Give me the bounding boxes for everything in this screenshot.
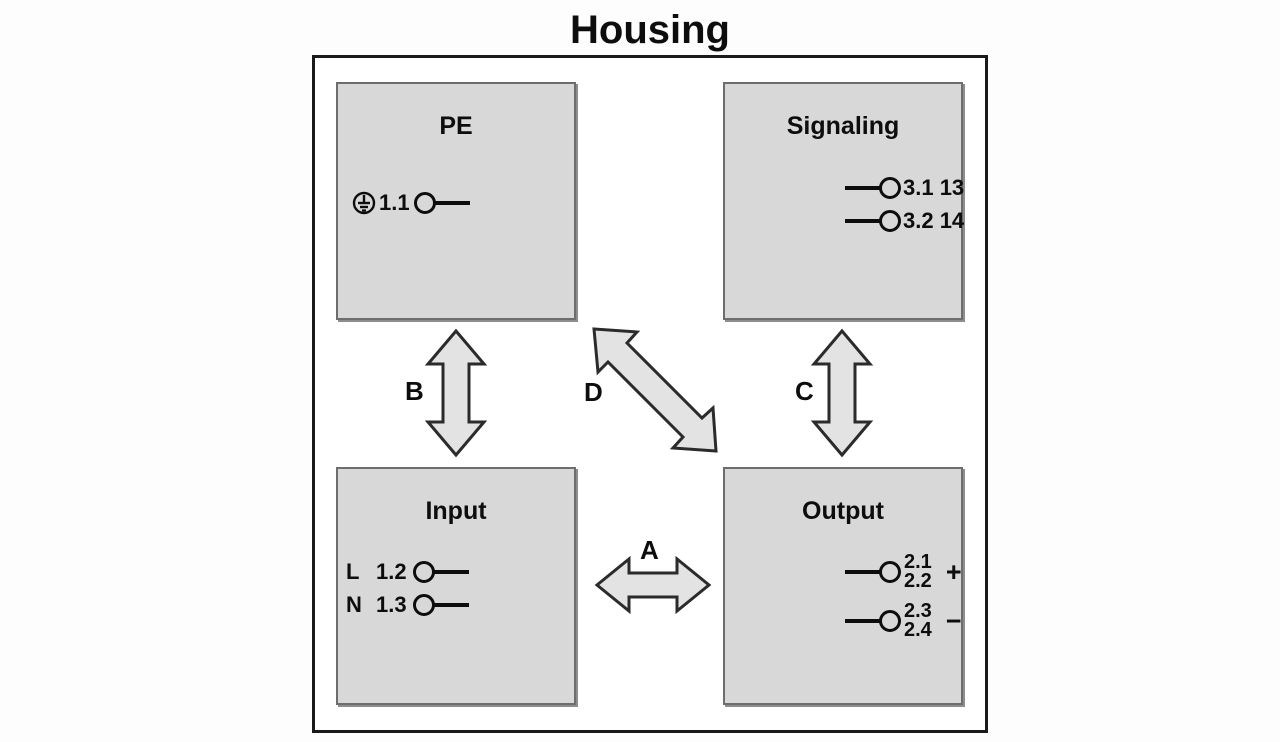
terminal-signaling-3-1[interactable]: 3.1 13	[845, 173, 964, 203]
terminal-signaling-3-2[interactable]: 3.2 14	[845, 206, 964, 236]
terminal-input-l-prefix: L	[346, 559, 360, 584]
arrow-b-label: B	[405, 376, 424, 406]
arrow-c-label: C	[795, 376, 814, 406]
terminal-input-l[interactable]: L 1.2	[346, 557, 469, 587]
block-input-title: Input	[425, 497, 487, 525]
terminal-output-negative-labels: 2.3 2.4	[904, 600, 932, 641]
terminal-wire	[433, 201, 470, 205]
polarity-plus: +	[945, 556, 962, 587]
terminal-output-negative[interactable]: 2.3 2.4 −	[845, 601, 962, 640]
block-output-title: Output	[802, 497, 884, 525]
terminal-label-2-1: 2.1	[904, 551, 932, 573]
terminal-circle[interactable]	[413, 192, 436, 214]
terminal-wire	[845, 570, 881, 574]
arrow-a	[594, 556, 712, 614]
terminal-input-n[interactable]: N 1.3	[346, 590, 469, 620]
terminal-signaling-3-2-label: 3.2 14	[903, 208, 965, 233]
terminal-input-l-label: 1.2	[376, 559, 407, 584]
terminal-wire	[845, 186, 881, 190]
terminal-circle[interactable]	[879, 210, 901, 232]
terminal-label-2-2: 2.2	[904, 570, 932, 592]
terminal-output-positive-labels: 2.1 2.2	[904, 551, 932, 592]
terminal-input-n-label: 1.3	[376, 592, 407, 617]
arrow-d-label: D	[584, 377, 603, 407]
block-signaling-title: Signaling	[786, 112, 900, 140]
block-pe[interactable]: PE 1.1	[336, 82, 576, 320]
terminal-wire	[432, 570, 469, 574]
diagram-title: Housing	[570, 8, 730, 52]
terminal-circle[interactable]	[879, 561, 901, 583]
block-signaling[interactable]: Signaling 3.1 13 3.2 14	[723, 82, 964, 320]
arrow-b	[424, 328, 488, 458]
block-output[interactable]: Output 2.1 2.2 + 2.3 2.4 −	[723, 467, 963, 705]
terminal-label-2-4: 2.4	[904, 619, 932, 641]
arrow-c	[810, 328, 874, 458]
arrow-a-label: A	[640, 535, 659, 565]
terminal-circle[interactable]	[412, 561, 435, 583]
block-pe-title: PE	[439, 112, 473, 140]
terminal-circle[interactable]	[879, 610, 901, 632]
terminal-wire	[845, 619, 881, 623]
earth-ground-icon	[352, 191, 376, 215]
terminal-input-n-prefix: N	[346, 592, 362, 617]
terminal-wire	[845, 219, 881, 223]
terminal-wire	[432, 603, 469, 607]
polarity-minus: −	[945, 605, 962, 636]
terminal-pe-1-1-label: 1.1	[379, 190, 410, 215]
terminal-circle[interactable]	[879, 177, 901, 199]
terminal-output-positive[interactable]: 2.1 2.2 +	[845, 552, 962, 591]
terminal-circle[interactable]	[412, 594, 435, 616]
terminal-label-2-3: 2.3	[904, 600, 932, 622]
block-input[interactable]: Input L 1.2 N 1.3	[336, 467, 576, 705]
terminal-signaling-3-1-label: 3.1 13	[903, 175, 965, 200]
arrow-d	[592, 327, 718, 453]
terminal-pe-1-1[interactable]: 1.1	[352, 188, 470, 218]
